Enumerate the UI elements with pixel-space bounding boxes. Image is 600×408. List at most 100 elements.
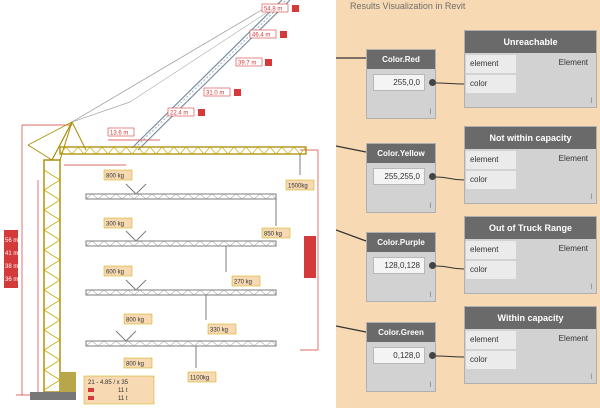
- svg-text:13.6 m: 13.6 m: [110, 131, 128, 137]
- node-corner-glyph: l: [429, 382, 431, 389]
- svg-text:270 kg: 270 kg: [234, 280, 252, 286]
- wire: [336, 325, 367, 333]
- color-purple-value[interactable]: 128,0,128: [373, 257, 425, 274]
- svg-text:41 m: 41 m: [5, 251, 18, 257]
- color-red-output-port[interactable]: [429, 79, 436, 86]
- element-output-port[interactable]: Element: [558, 58, 588, 67]
- color-input-port[interactable]: color: [466, 75, 516, 93]
- radius-tags: 54.8 m 46.4 m 39.7 m 31.0 m 22.4 m 13.6 …: [107, 3, 299, 137]
- dimension-lines: [16, 124, 319, 396]
- color-yellow-value[interactable]: 255,255,0: [373, 168, 425, 185]
- not-within-capacity-title: Not within capacity: [465, 127, 596, 149]
- wire: [336, 145, 367, 153]
- svg-text:300 kg: 300 kg: [106, 222, 124, 228]
- height-tags: 56 m 41 m 38 m 36 m: [4, 230, 316, 288]
- svg-text:330 kg: 330 kg: [210, 328, 228, 334]
- color-purple-node[interactable]: Color.Purple 128,0,128 l: [366, 232, 436, 302]
- crane-legend: 21 - 4.85 / x 35 11 t 11 t: [83, 375, 155, 405]
- radius-tag: 22.4 m: [167, 107, 205, 117]
- load-tag: 600 kg: [103, 265, 133, 277]
- dynamo-graph: Results Visualization in Revit Color.Red…: [336, 0, 600, 408]
- svg-text:22.4 m: 22.4 m: [170, 111, 188, 117]
- color-yellow-node[interactable]: Color.Yellow 255,255,0 l: [366, 143, 436, 213]
- radius-tag: 54.8 m: [261, 3, 299, 13]
- graph-title: Results Visualization in Revit: [350, 1, 466, 11]
- load-tag: 800 kg: [123, 357, 153, 369]
- color-green-node[interactable]: Color.Green 0,128,0 l: [366, 322, 436, 392]
- color-green-output-port[interactable]: [429, 352, 436, 359]
- load-tag: 800 kg: [123, 313, 153, 325]
- color-purple-title: Color.Purple: [367, 233, 435, 252]
- load-tags: 800 kg 300 kg 850 kg 600 kg 270 kg 800 k…: [103, 169, 315, 383]
- wire: [435, 355, 465, 358]
- load-tag: 270 kg: [231, 275, 261, 287]
- svg-text:800 kg: 800 kg: [126, 318, 144, 324]
- color-input-port[interactable]: color: [466, 261, 516, 279]
- tower-mast: [27, 121, 87, 393]
- node-corner-glyph: l: [590, 374, 592, 381]
- radius-tag: 39.7 m: [235, 57, 272, 67]
- element-output-port[interactable]: Element: [558, 154, 588, 163]
- out-of-truck-range-title: Out of Truck Range: [465, 217, 596, 239]
- load-tag: 850 kg: [261, 227, 291, 239]
- radius-tag: 46.4 m: [249, 29, 287, 39]
- wire: [435, 265, 465, 270]
- node-corner-glyph: l: [590, 194, 592, 201]
- load-tag: 1100kg: [187, 371, 217, 383]
- unreachable-node[interactable]: Unreachable element color Element l: [464, 30, 597, 108]
- luffing-boom: [71, 0, 291, 151]
- svg-text:850 kg: 850 kg: [264, 232, 282, 238]
- element-output-port[interactable]: Element: [558, 244, 588, 253]
- radius-tag: 13.6 m: [107, 127, 135, 137]
- svg-text:21 - 4.85 / x 35: 21 - 4.85 / x 35: [88, 380, 129, 386]
- svg-text:11 t: 11 t: [118, 396, 128, 402]
- wire: [435, 82, 465, 85]
- color-input-port[interactable]: color: [466, 171, 516, 189]
- svg-text:39.7 m: 39.7 m: [238, 61, 256, 67]
- element-input-port[interactable]: element: [466, 241, 516, 259]
- svg-text:36 m: 36 m: [5, 277, 18, 283]
- color-red-value[interactable]: 255,0,0: [373, 74, 425, 91]
- node-corner-glyph: l: [590, 284, 592, 291]
- within-capacity-title: Within capacity: [465, 307, 596, 329]
- color-yellow-title: Color.Yellow: [367, 144, 435, 163]
- load-tag: 330 kg: [207, 323, 237, 335]
- element-input-port[interactable]: element: [466, 151, 516, 169]
- node-corner-glyph: l: [429, 203, 431, 210]
- color-input-port[interactable]: color: [466, 351, 516, 369]
- svg-text:800 kg: 800 kg: [126, 362, 144, 368]
- color-red-title: Color.Red: [367, 50, 435, 69]
- element-input-port[interactable]: element: [466, 55, 516, 73]
- out-of-truck-range-node[interactable]: Out of Truck Range element color Element…: [464, 216, 597, 294]
- main-jib: [59, 146, 307, 155]
- color-red-node[interactable]: Color.Red 255,0,0 l: [366, 49, 436, 119]
- node-corner-glyph: l: [590, 98, 592, 105]
- wire: [336, 229, 367, 242]
- load-tag: 800 kg: [103, 169, 133, 181]
- svg-text:46.4 m: 46.4 m: [252, 33, 270, 39]
- svg-text:800 kg: 800 kg: [106, 174, 124, 180]
- crane-drawing: 54.8 m 46.4 m 39.7 m 31.0 m 22.4 m 13.6 …: [4, 0, 319, 405]
- node-corner-glyph: l: [429, 109, 431, 116]
- svg-text:11 t: 11 t: [118, 388, 128, 394]
- color-purple-output-port[interactable]: [429, 262, 436, 269]
- not-within-capacity-node[interactable]: Not within capacity element color Elemen…: [464, 126, 597, 204]
- crane-base: [30, 372, 76, 400]
- load-tag: 1500kg: [285, 179, 315, 191]
- color-yellow-output-port[interactable]: [429, 173, 436, 180]
- radius-tag: 31.0 m: [203, 87, 241, 97]
- element-input-port[interactable]: element: [466, 331, 516, 349]
- color-green-title: Color.Green: [367, 323, 435, 342]
- svg-text:1100kg: 1100kg: [190, 376, 209, 382]
- color-green-value[interactable]: 0,128,0: [373, 347, 425, 364]
- svg-text:38 m: 38 m: [5, 264, 18, 270]
- svg-text:600 kg: 600 kg: [106, 270, 124, 276]
- lower-jib-positions: [85, 154, 301, 368]
- svg-text:54.8 m: 54.8 m: [264, 7, 282, 13]
- element-output-port[interactable]: Element: [558, 334, 588, 343]
- wire: [435, 176, 465, 181]
- node-corner-glyph: l: [429, 292, 431, 299]
- within-capacity-node[interactable]: Within capacity element color Element l: [464, 306, 597, 384]
- svg-text:1500kg: 1500kg: [288, 184, 308, 190]
- svg-text:31.0 m: 31.0 m: [206, 91, 224, 97]
